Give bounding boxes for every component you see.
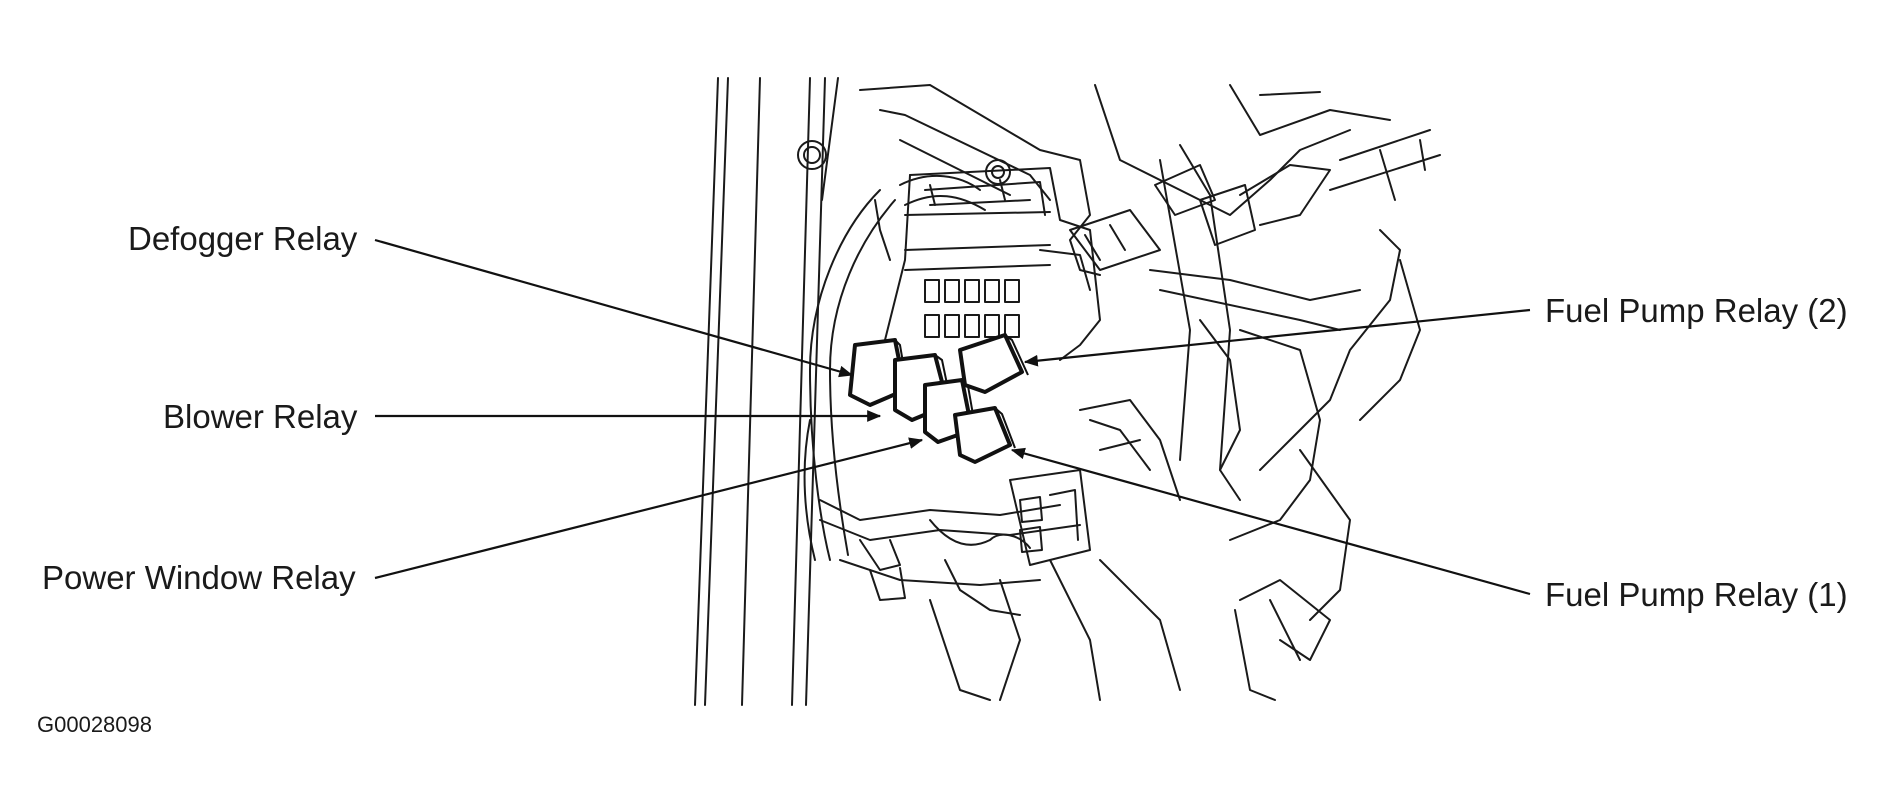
lower-connector — [859, 399, 1181, 701]
label-defogger-relay: Defogger Relay — [128, 220, 358, 257]
figure-code: G00028098 — [37, 712, 152, 737]
relay-box-housing — [879, 167, 1101, 361]
relays — [848, 333, 1029, 464]
fuse-grid — [904, 244, 1091, 338]
leader-fuel-pump-relay-1 — [1010, 447, 1531, 596]
leader-power-window-relay — [374, 437, 924, 580]
door-pillar — [694, 77, 839, 706]
right-components — [1149, 229, 1421, 701]
label-fuel-pump-relay-2: Fuel Pump Relay (2) — [1545, 292, 1848, 329]
label-fuel-pump-relay-1: Fuel Pump Relay (1) — [1545, 576, 1848, 613]
label-power-window-relay: Power Window Relay — [42, 559, 356, 596]
fuel-pump-relay-1-body — [953, 406, 1012, 464]
defogger-relay-body — [848, 338, 907, 407]
leader-lines — [374, 238, 1531, 596]
leader-defogger-relay — [374, 238, 854, 378]
dash-bracket — [859, 84, 1441, 471]
label-blower-relay: Blower Relay — [163, 398, 358, 435]
fuel-pump-relay-2-body — [958, 333, 1024, 394]
leader-fuel-pump-relay-2 — [1023, 308, 1531, 367]
